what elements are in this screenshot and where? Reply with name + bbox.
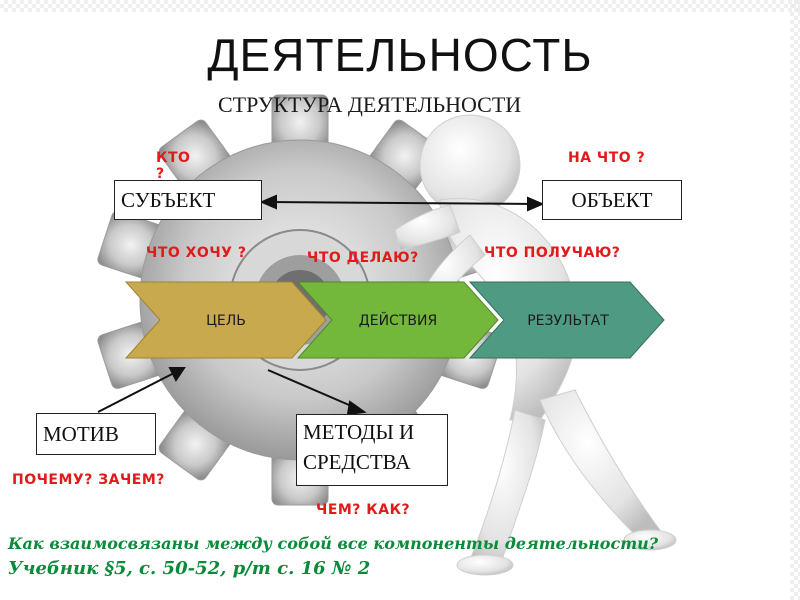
question-why: ПОЧЕМУ? ЗАЧЕМ? [12,472,165,488]
methods-line-2: СРЕДСТВА [303,447,441,477]
chevron-result: РЕЗУЛЬТАТ [470,282,664,358]
footer-question: Как взаимосвязаны между собой все компон… [8,534,658,553]
methods-line-1: МЕТОДЫ И [303,417,441,447]
footer-homework: Учебник §5, с. 50-52, р/т с. 16 № 2 [8,558,370,579]
motive-box: МОТИВ [36,413,156,455]
methods-box: МЕТОДЫ И СРЕДСТВА [296,414,448,486]
chevron-actions: ДЕЙСТВИЯ [298,282,498,358]
question-how: ЧЕМ? КАК? [316,502,410,518]
chevron-actions-label: ДЕЙСТВИЯ [359,311,437,329]
chevron-goal: ЦЕЛЬ [126,282,326,358]
chevron-goal-label: ЦЕЛЬ [206,313,246,329]
chevron-result-label: РЕЗУЛЬТАТ [527,313,609,329]
